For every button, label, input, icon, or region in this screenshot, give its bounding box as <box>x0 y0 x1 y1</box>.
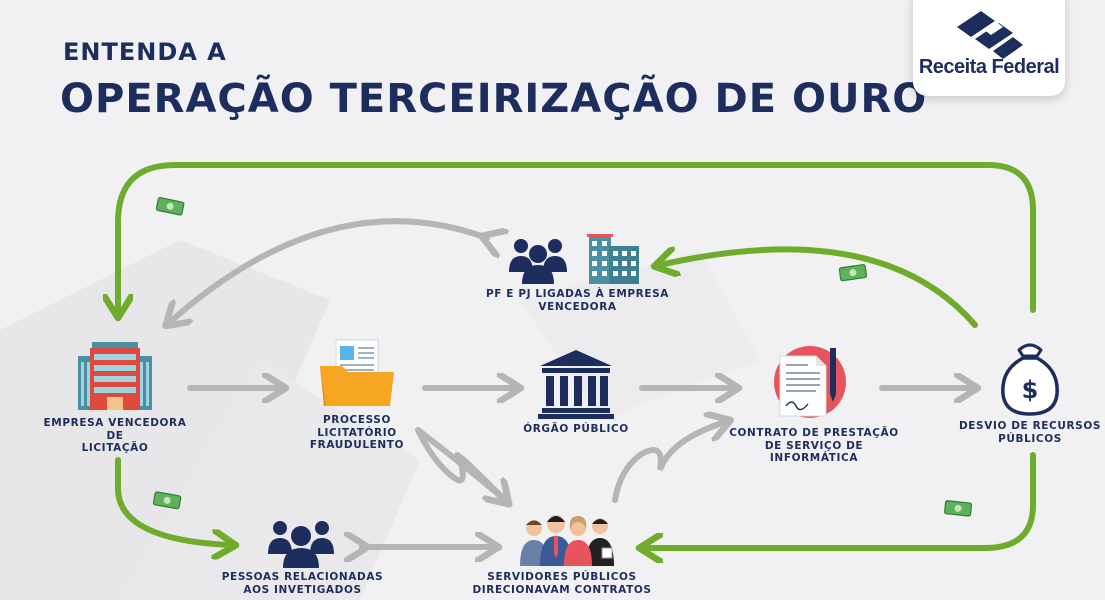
arrow-servidores-contrato <box>612 422 725 503</box>
node-label-desvio: DESVIO DE RECURSOS PÚBLICOS <box>958 420 1102 445</box>
folder-document-icon <box>320 339 394 406</box>
money-bill-icon <box>944 500 973 517</box>
arrow-processo-servidores <box>415 427 505 500</box>
arrow-empresa-to-pessoas <box>115 457 230 545</box>
contract-pen-icon <box>774 346 846 418</box>
arrow-pfpj-empresa-bidirectional <box>170 218 487 322</box>
node-label-contrato: CONTRATO DE PRESTAÇÃO DE SERVIÇO DE INFO… <box>729 427 899 464</box>
arrow-desvio-to-servidores <box>645 452 1036 548</box>
arrow-desvio-to-pfpj <box>660 246 978 328</box>
money-bill-icon <box>152 491 182 510</box>
money-bill-icon <box>155 197 185 216</box>
receita-federal-emblem-icon <box>957 11 1023 59</box>
node-label-empresa: EMPRESA VENCEDORA DE LICITAÇÃO <box>43 417 187 454</box>
header-subtitle: ENTENDA A <box>63 38 227 66</box>
office-building-icon <box>78 342 152 410</box>
civil-servants-icon <box>520 515 614 566</box>
svg-text:$: $ <box>1022 376 1039 404</box>
node-label-servidores: SERVIDORES PÚBLICOS DIRECIONAVAM CONTRAT… <box>472 571 652 596</box>
receita-federal-logo: Receita Federal <box>913 0 1065 96</box>
people-group-icon <box>268 521 334 568</box>
money-bag-icon: $ <box>1001 343 1059 416</box>
people-and-building-icon <box>509 234 639 284</box>
node-label-orgao: ÓRGÃO PÚBLICO <box>523 423 629 435</box>
arrow-desvio-to-empresa <box>118 162 1036 312</box>
government-building-icon <box>538 350 614 419</box>
node-label-processo: PROCESSO LICITATÓRIO FRAUDULENTO <box>309 414 405 451</box>
node-label-pessoas: PESSOAS RELACIONADAS AOS INVETIGADOS <box>221 571 384 596</box>
page-title: OPERAÇÃO TERCEIRIZAÇÃO DE OURO <box>60 76 928 122</box>
money-bill-icon <box>838 264 868 282</box>
logo-text: Receita Federal <box>918 56 1060 78</box>
node-label-pfpj: PF E PJ LIGADAS À EMPRESA VENCEDORA <box>485 288 670 313</box>
